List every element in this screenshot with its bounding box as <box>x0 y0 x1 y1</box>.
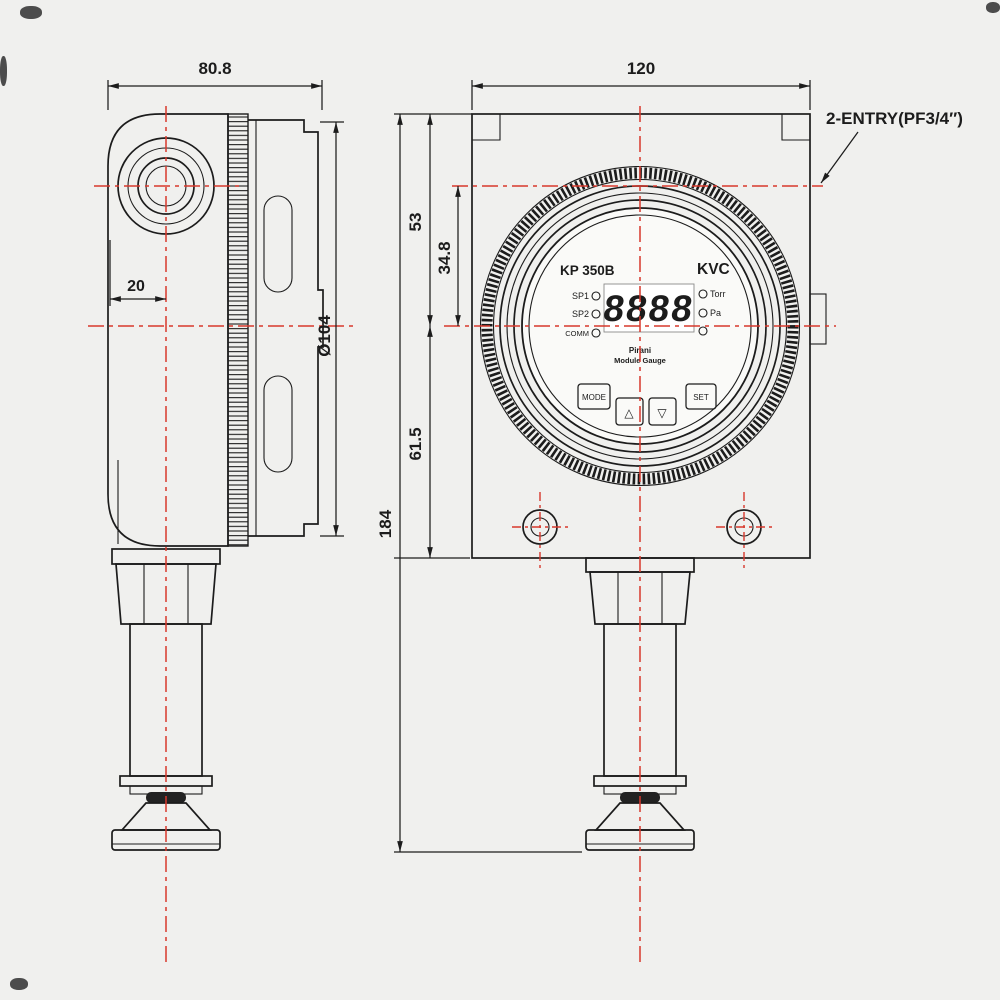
side-body-outline <box>107 113 229 547</box>
side-cutout-upper <box>263 195 293 293</box>
entry-note-label: 2-ENTRY(PF3/4″) <box>826 109 963 128</box>
led-label-sp1: SP1 <box>572 291 589 301</box>
led-pa-icon <box>698 308 708 318</box>
dim-bezel-diameter: Ø104 <box>315 121 344 537</box>
digital-readout: 8888 <box>601 287 697 329</box>
led-label-sp2: SP2 <box>572 309 589 319</box>
front-cap-step-right <box>781 114 810 141</box>
side-view <box>107 113 324 851</box>
scan-artifact <box>10 978 28 990</box>
front-cap-step-left <box>472 114 501 141</box>
side-knurl-band <box>227 113 249 547</box>
dim-top-to-center: 53 <box>394 113 472 326</box>
up-button <box>615 397 644 426</box>
dim-value: 20 <box>127 278 145 295</box>
up-arrow-icon: △ <box>624 406 634 420</box>
front-hex-nut <box>589 571 691 625</box>
dim-side-width: 80.8 <box>107 59 323 110</box>
brand-label: KVC <box>697 261 730 278</box>
model-label: KP 350B <box>560 263 615 278</box>
unit-label-torr: Torr <box>710 289 726 299</box>
dim-value: 61.5 <box>406 427 425 460</box>
dim-entry-offset: 20 <box>109 240 166 306</box>
led-label-comm: COMM <box>565 329 589 338</box>
digital-display-window <box>603 283 695 333</box>
dim-entry-to-center: 34.8 <box>435 186 461 326</box>
led-torr-icon <box>698 289 708 299</box>
front-view: KP 350B KVC SP1 SP2 COMM 8888 Torr Pa <box>471 113 827 851</box>
down-arrow-icon: ▽ <box>657 406 667 420</box>
led-sp2-icon <box>591 309 601 319</box>
down-button <box>648 397 677 426</box>
set-button-label: SET <box>693 393 709 402</box>
dim-value: 80.8 <box>198 59 231 78</box>
led-sp1-icon <box>591 291 601 301</box>
status-leds-left: SP1 SP2 COMM <box>565 291 601 338</box>
entry-callout: 2-ENTRY(PF3/4″) <box>820 109 963 184</box>
dim-value: 53 <box>406 213 425 232</box>
front-side-tab <box>809 293 827 345</box>
led-comm-icon <box>591 328 601 338</box>
unit-leds-right: Torr Pa <box>698 289 726 336</box>
centerlines <box>88 106 836 962</box>
set-button <box>685 383 717 410</box>
dim-value: Ø104 <box>315 315 334 357</box>
scan-artifact <box>20 6 42 19</box>
scan-artifact <box>986 2 1000 13</box>
dim-value: 120 <box>627 59 655 78</box>
unit-label-pa: Pa <box>710 308 721 318</box>
mode-button <box>577 383 611 410</box>
dimensions: 80.8 20 Ø104 120 53 34.8 <box>107 59 963 853</box>
led-unlabeled-icon <box>698 326 708 336</box>
scan-artifact <box>0 56 7 86</box>
leader-arrow <box>820 131 859 184</box>
side-hex-nut <box>115 563 217 625</box>
side-cutout-lower <box>263 375 293 473</box>
dim-total-height: 184 <box>376 114 582 853</box>
dim-front-width: 120 <box>471 59 811 110</box>
mode-button-label: MODE <box>582 393 606 402</box>
side-bezel-profile <box>248 119 324 537</box>
faceplate: KP 350B KVC SP1 SP2 COMM 8888 Torr Pa <box>560 261 730 426</box>
button-row: MODE △ ▽ SET <box>577 383 717 426</box>
dim-value: 34.8 <box>435 241 454 274</box>
svg-text:8888: 8888 <box>601 287 697 329</box>
dim-value: 184 <box>376 509 395 538</box>
dim-center-to-base: 61.5 <box>394 326 470 559</box>
